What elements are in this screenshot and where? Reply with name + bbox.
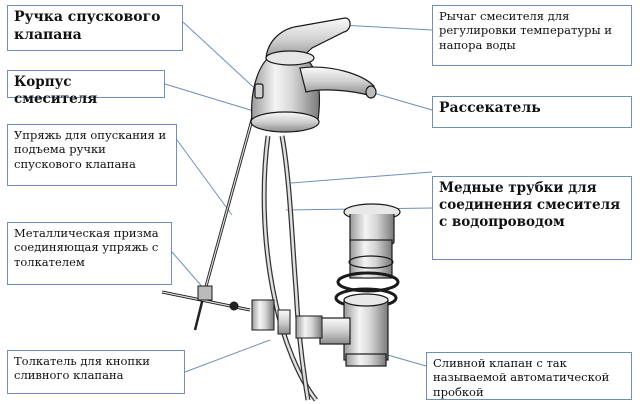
drain-assembly (319, 203, 401, 367)
label-lever: Рычаг смесителя для регулировки температ… (432, 5, 632, 66)
label-prism: Металлическая призма соединяющая упряжь … (7, 222, 172, 285)
label-aerator: Рассекатель (432, 96, 632, 128)
flexible-hoses (261, 135, 318, 402)
label-drain-valve: Сливной клапан с так называемой автомати… (426, 352, 632, 400)
label-copper-pipes: Медные трубки для соединения смесителя с… (432, 176, 632, 260)
pusher-rod (161, 285, 323, 339)
label-drain-handle: Ручка спускового клапана (7, 5, 183, 51)
label-faucet-body: Корпус смесителя (7, 70, 165, 107)
faucet-body (250, 17, 377, 133)
label-pusher: Толкатель для кнопки сливного клапана (7, 350, 185, 394)
label-linkage: Упряжь для опускания и подъема ручки спу… (7, 124, 177, 186)
